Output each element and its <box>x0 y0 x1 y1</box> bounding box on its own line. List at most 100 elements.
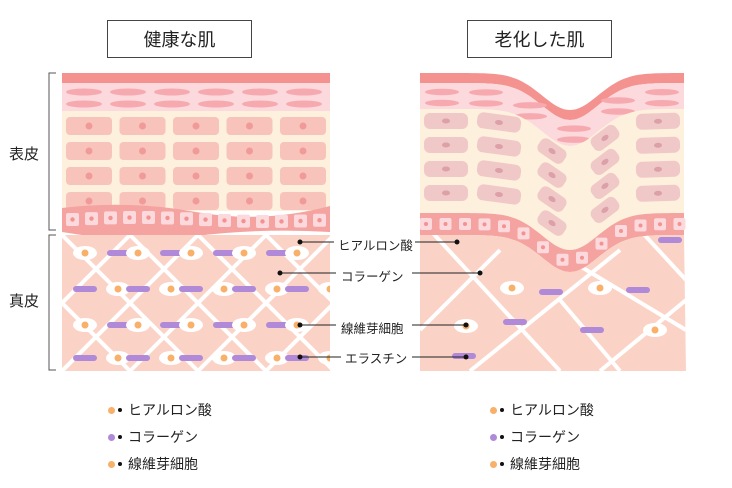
cell-nucleus <box>192 172 200 180</box>
hyaluronic-acid-dot <box>81 249 89 257</box>
cell-nucleus <box>299 172 307 180</box>
legend-item: コラーゲン <box>108 427 198 447</box>
hyaluronic-acid-dot <box>273 354 281 362</box>
cell-nucleus <box>85 147 93 155</box>
granular-cell <box>154 88 190 96</box>
callout-dot <box>277 270 283 276</box>
cell-nucleus <box>139 147 146 155</box>
granular-cell <box>110 100 146 108</box>
cell-nucleus <box>246 197 253 205</box>
granular-cell <box>110 88 146 96</box>
cell-nucleus <box>203 217 208 222</box>
hyaluronic-acid-dot <box>134 249 142 257</box>
hyaluronic-acid-dot <box>326 285 330 293</box>
collagen-bar <box>232 286 256 292</box>
cell-nucleus <box>241 218 246 224</box>
callout-hyaluronic-acid: ヒアルロン酸 <box>336 235 415 254</box>
cell-nucleus <box>654 142 662 148</box>
cell-nucleus <box>495 167 503 174</box>
cell-nucleus <box>192 147 200 155</box>
cell-nucleus <box>146 215 151 220</box>
aged-spinous-cell-group <box>590 124 620 151</box>
elastin-fiber <box>196 236 330 371</box>
cell-nucleus <box>85 122 93 130</box>
collagen-bar <box>73 286 97 292</box>
callout-dot <box>454 239 460 245</box>
legend-item: ヒアルロン酸 <box>108 400 212 420</box>
bracket-epidermis <box>48 72 56 231</box>
cell-nucleus <box>521 231 526 236</box>
aged-skin <box>420 73 686 371</box>
callout-collagen: コラーゲン <box>339 266 406 285</box>
cell-nucleus <box>548 172 556 179</box>
stratum-corneum <box>62 73 330 83</box>
collagen-bar <box>266 250 290 256</box>
aged-spinous-cell-group <box>424 161 468 178</box>
granular-layer <box>62 83 330 111</box>
hyaluronic-acid-dot <box>187 321 195 329</box>
callout-dot <box>297 239 303 245</box>
aged-spinous-cell-group <box>537 210 567 236</box>
aged-spinous-cell-group <box>537 186 567 212</box>
cell-nucleus <box>139 172 146 180</box>
legend-label: コラーゲン <box>510 430 580 446</box>
collagen-bar <box>213 250 237 256</box>
aged-spinous-cell-group <box>635 136 681 154</box>
title-healthy-skin: 健康な肌 <box>107 20 252 58</box>
collagen-bar <box>107 250 131 256</box>
granular-cell <box>286 100 322 108</box>
hyaluronic-acid-dot <box>326 354 330 362</box>
bullet-icon <box>118 408 122 412</box>
collagen-bar <box>126 286 150 292</box>
healthy-skin <box>62 73 330 371</box>
aged-spinous-cell-group <box>424 185 468 202</box>
cell-nucleus <box>548 148 556 155</box>
cell-nucleus <box>638 223 643 228</box>
granular-cell <box>645 99 679 107</box>
bracket-dermis <box>48 234 56 371</box>
granular-cell <box>242 88 278 96</box>
cell-nucleus <box>299 147 307 155</box>
damaged-elastin-fiber <box>558 298 622 371</box>
collagen-bar <box>285 286 309 292</box>
granular-cell <box>425 99 459 107</box>
granular-cell <box>66 88 102 96</box>
hyaluronic-acid-dot <box>134 321 142 329</box>
cell-nucleus <box>298 218 303 224</box>
hyaluronic-acid-dot <box>651 326 659 334</box>
collagen-bar <box>539 289 563 295</box>
hyaluronic-acid-dot <box>220 354 228 362</box>
hyaluronic-acid-dot <box>167 354 175 362</box>
aged-spinous-cell-group <box>635 184 681 202</box>
hyaluronic-acid-dot <box>114 285 122 293</box>
hyaluronic-acid-dot <box>220 285 228 293</box>
cell-nucleus <box>246 122 253 130</box>
granular-cell <box>557 125 591 132</box>
bullet-icon <box>500 435 504 439</box>
granular-cell <box>513 102 547 109</box>
cell-nucleus <box>541 245 545 250</box>
collagen-bar <box>503 319 527 325</box>
cell-nucleus <box>619 229 623 234</box>
cell-nucleus <box>495 143 503 150</box>
aged-spinous-cell-group <box>476 160 522 181</box>
cell-nucleus <box>299 197 307 205</box>
legend-color-swatch <box>490 460 497 468</box>
legend-label: ヒアルロン酸 <box>510 403 594 419</box>
hyaluronic-acid-dot <box>114 354 122 362</box>
cell-nucleus <box>654 190 662 196</box>
granular-cell <box>425 88 459 96</box>
cell-nucleus <box>495 191 503 198</box>
title-aged-skin: 老化した肌 <box>467 20 612 58</box>
legend-label: ヒアルロン酸 <box>128 403 212 419</box>
granular-cell <box>242 100 278 108</box>
cell-nucleus <box>70 217 75 222</box>
damaged-elastin-fiber <box>420 248 502 332</box>
aged-spinous-cell-group <box>476 136 522 157</box>
legend-label: 線維芽細胞 <box>510 457 580 473</box>
cell-nucleus <box>502 224 506 229</box>
collagen-bar <box>179 286 203 292</box>
aged-spinous-cell-group <box>537 162 567 188</box>
cell-nucleus <box>139 122 146 130</box>
cell-nucleus <box>548 196 556 203</box>
